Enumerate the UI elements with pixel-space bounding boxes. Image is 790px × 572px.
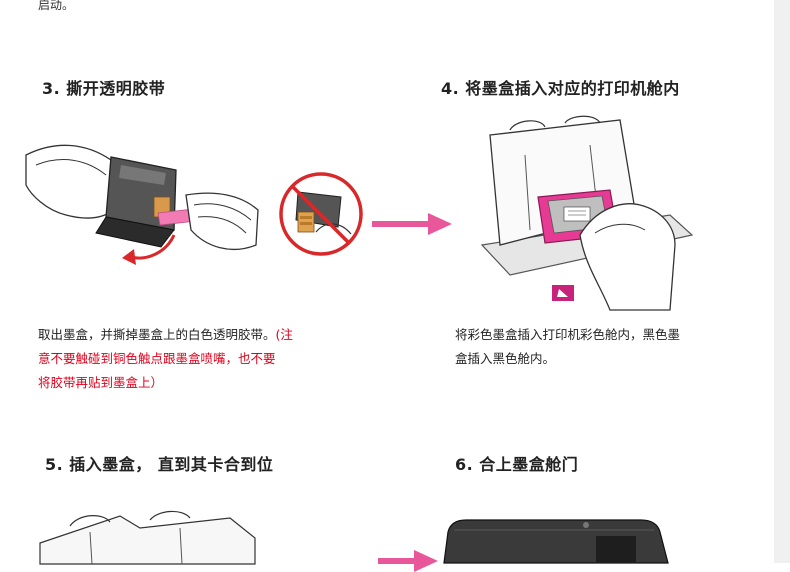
step3-description: 取出墨盒，并撕掉墨盒上的白色透明胶带。(注 xyxy=(38,323,293,347)
step3-desc-red-1: (注 xyxy=(275,327,293,342)
step4-title: 4. 将墨盒插入对应的打印机舱内 xyxy=(441,79,680,98)
step3-desc-red-2: 意不要触碰到铜色触点跟墨盒喷嘴，也不要 xyxy=(38,351,276,366)
step3-warning-circle-illustration xyxy=(279,172,363,256)
step3-title: 3. 撕开透明胶带 xyxy=(42,79,166,98)
step4-desc-1: 将彩色墨盒插入打印机彩色舱内，黑色墨 xyxy=(455,327,681,342)
scrollbar[interactable] xyxy=(774,0,790,563)
arrow-right-icon xyxy=(372,213,452,235)
step4-desc-2: 盒插入黑色舱内。 xyxy=(455,351,556,366)
step3-hands-cartridge-illustration xyxy=(25,144,259,265)
step6-printer-illustration xyxy=(443,519,669,564)
step3-desc-black: 取出墨盒，并撕掉墨盒上的白色透明胶带。 xyxy=(38,327,276,342)
step3-desc-red-3: 将胶带再贴到墨盒上） xyxy=(38,375,164,390)
intro-tail-text: 启动。 xyxy=(38,0,75,12)
step5-title: 5. 插入墨盒， 直到其卡合到位 xyxy=(45,455,274,474)
step5-cartridge-slots-illustration xyxy=(39,510,256,565)
step4-insert-cartridge-illustration xyxy=(480,115,694,311)
arrow-right-icon-2 xyxy=(378,550,438,572)
step6-title: 6. 合上墨盒舱门 xyxy=(455,455,579,474)
